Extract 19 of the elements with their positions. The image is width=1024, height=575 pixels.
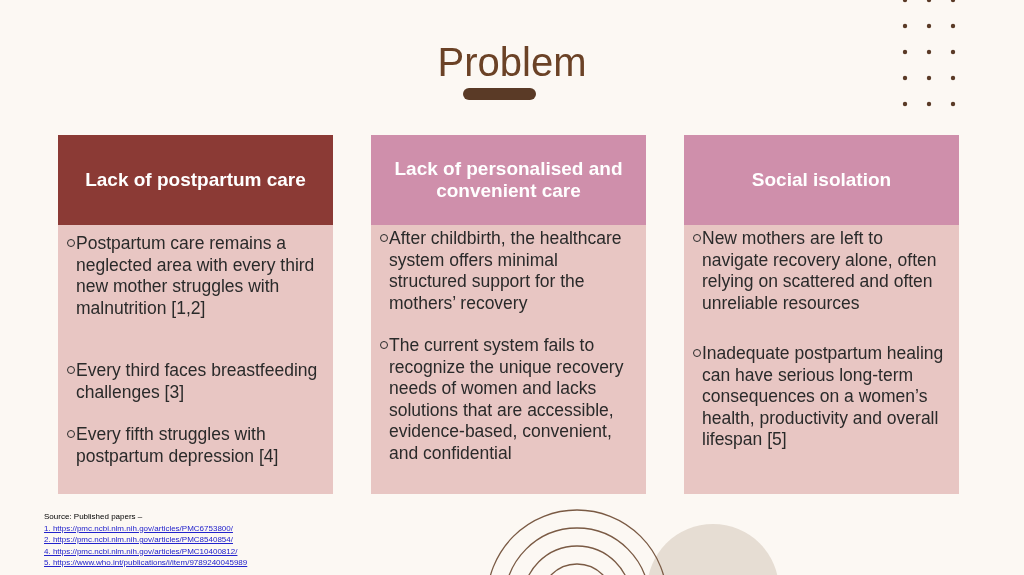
problem-card (58, 135, 333, 494)
slide-title: Problem (436, 40, 588, 85)
bullet-text: The current system fails to recognize the unique recovery needs of women and lacks solutions that are accessible, evidence-based, convenient, and confidential (389, 335, 625, 464)
problem-card (684, 135, 959, 494)
bullet-text: Postpartum care remains a neglected area with every third new mother struggles with malnutrition [1,2] (76, 233, 316, 319)
reference-link: 4. https://pmc.ncbi.nlm.nih.gov/articles/PMC10400812/ (44, 546, 238, 556)
reference-link: 5. https://www.who.int/publications/i/item/9789240045989 (44, 558, 248, 567)
reference-link: 1. https://pmc.ncbi.nlm.nih.gov/articles/PMC6753800/ (44, 523, 233, 533)
card-heading: Social isolation (750, 169, 893, 191)
bullet-text: New mothers are left to navigate recovery alone, often relying on scattered and often unreliable resources (702, 228, 938, 314)
reference-link: 2. https://pmc.ncbi.nlm.nih.gov/articles/PMC8540854/ (44, 535, 233, 544)
bullet-text: Every fifth struggles with postpartum depression [4] (76, 424, 280, 467)
card-heading: Lack of personalised and convenient care (393, 158, 624, 202)
card-heading: Lack of postpartum care (84, 169, 307, 191)
problem-card (371, 135, 646, 494)
bullet-text: Every third faces breastfeeding challenges [3] (76, 360, 319, 403)
bullet-text: After childbirth, the healthcare system offers minimal structured support for the mothers’ recovery (389, 228, 623, 314)
bullet-text: Inadequate postpartum healing can have serious long-term consequences on a women’s health, productivity and overall lifespan [5] (702, 343, 945, 451)
source-note: Source: Published papers – (44, 512, 143, 521)
